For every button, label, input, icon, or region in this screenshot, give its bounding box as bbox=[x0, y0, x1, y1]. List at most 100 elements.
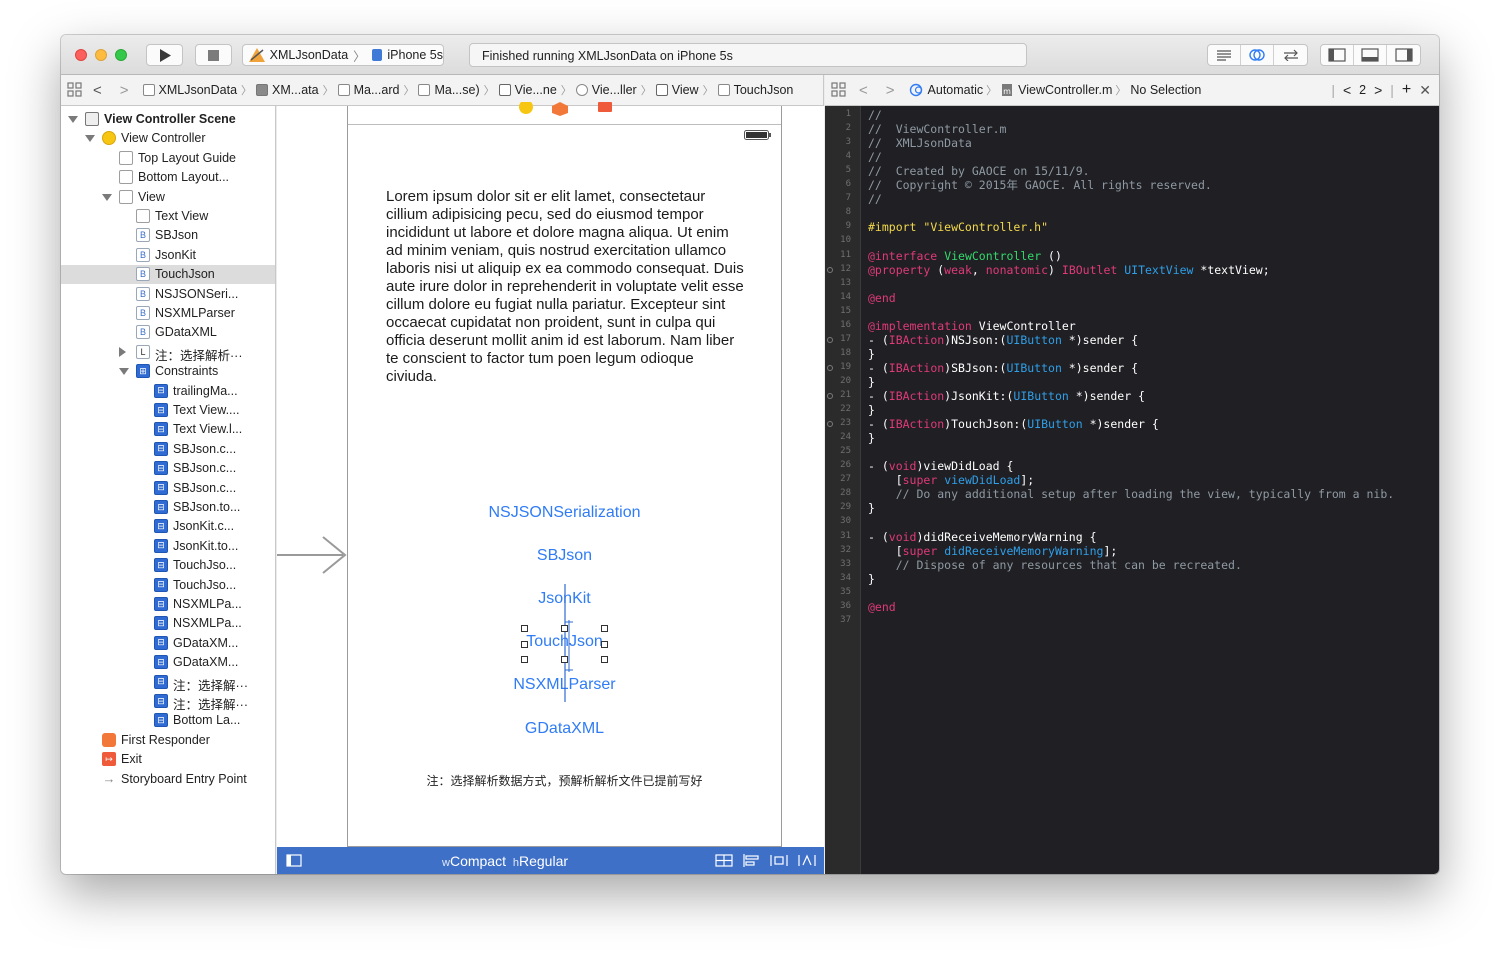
text-view[interactable]: Lorem ipsum dolor sit er elit lamet, con… bbox=[386, 188, 744, 385]
outline-row[interactable]: ⊟Bottom La... bbox=[61, 711, 275, 730]
outline-row[interactable]: ⊟SBJson.c... bbox=[61, 479, 275, 498]
align-icon[interactable] bbox=[742, 854, 760, 867]
version-editor-button[interactable] bbox=[1274, 45, 1307, 65]
storyboard-canvas[interactable]: Lorem ipsum dolor sit er elit lamet, con… bbox=[277, 102, 824, 874]
assistant-mode[interactable]: Automatic bbox=[927, 83, 984, 97]
toggle-debug-area-button[interactable] bbox=[1354, 45, 1387, 65]
outline-row[interactable]: ⊟NSXMLPa... bbox=[61, 595, 275, 614]
gdataxml-button[interactable]: GDataXML bbox=[524, 720, 605, 737]
disclosure-expanded-icon[interactable] bbox=[102, 193, 112, 201]
resize-handle[interactable] bbox=[601, 625, 608, 632]
back-button[interactable]: < bbox=[859, 81, 868, 99]
outline-row[interactable]: Text View bbox=[61, 207, 275, 226]
jump-bar-item[interactable]: Vie...ne bbox=[498, 83, 557, 97]
jump-bar-item[interactable]: Ma...se) bbox=[418, 83, 480, 97]
jump-bar-item[interactable]: TouchJson bbox=[717, 83, 793, 97]
connection-circle-icon[interactable] bbox=[827, 393, 833, 399]
disclosure-collapsed-icon[interactable] bbox=[119, 346, 126, 357]
outline-row[interactable]: ⊟SBJson.c... bbox=[61, 440, 275, 459]
resize-handle[interactable] bbox=[601, 656, 608, 663]
outline-row[interactable]: ⊟注：选择解··· bbox=[61, 673, 275, 692]
pin-icon[interactable] bbox=[770, 854, 788, 867]
resolve-auto-layout-icon[interactable] bbox=[798, 854, 816, 867]
forward-button[interactable]: > bbox=[885, 81, 895, 99]
next-counterpart-button[interactable]: > bbox=[1374, 82, 1383, 98]
jump-bar-item[interactable]: XM...ata bbox=[256, 83, 319, 97]
nsjsonserialization-button[interactable]: NSJSONSerialization bbox=[488, 504, 641, 521]
outline-row[interactable]: ⊟Text View.l... bbox=[61, 420, 275, 439]
outline-row[interactable]: ⊟注：选择解··· bbox=[61, 692, 275, 711]
back-button[interactable]: < bbox=[93, 81, 102, 99]
resize-handle[interactable] bbox=[561, 625, 568, 632]
outline-row[interactable]: ↦Exit bbox=[61, 750, 275, 769]
connection-circle-icon[interactable] bbox=[827, 364, 833, 371]
outline-row[interactable]: →Storyboard Entry Point bbox=[61, 770, 275, 789]
disclosure-expanded-icon[interactable] bbox=[85, 135, 95, 143]
outline-row[interactable]: ⊟Text View.... bbox=[61, 401, 275, 420]
add-editor-button[interactable]: + bbox=[1401, 81, 1412, 98]
outline-toggle-icon[interactable] bbox=[286, 854, 302, 867]
outline-row[interactable]: ⊟NSXMLPa... bbox=[61, 614, 275, 633]
size-class-selector[interactable]: wCompact hRegular bbox=[442, 853, 568, 869]
outline-row[interactable]: ⊟GDataXM... bbox=[61, 634, 275, 653]
connection-circle-icon[interactable] bbox=[827, 336, 833, 343]
related-items-icon[interactable] bbox=[831, 82, 847, 98]
resize-handle[interactable] bbox=[521, 625, 528, 632]
connection-circle-icon[interactable] bbox=[827, 421, 833, 428]
scheme-selector[interactable]: XMLJsonData 〉 iPhone 5s bbox=[242, 44, 444, 66]
outline-row[interactable]: ⊟SBJson.to... bbox=[61, 498, 275, 517]
stop-button[interactable] bbox=[195, 44, 232, 66]
outline-row[interactable]: ⊟GDataXM... bbox=[61, 653, 275, 672]
outline-row[interactable]: View Controller bbox=[61, 129, 275, 148]
resize-handle[interactable] bbox=[601, 641, 608, 648]
assistant-selection[interactable]: No Selection bbox=[1130, 83, 1202, 97]
standard-editor-button[interactable] bbox=[1208, 45, 1241, 65]
assistant-file[interactable]: ViewController.m bbox=[1018, 83, 1113, 97]
disclosure-expanded-icon[interactable] bbox=[68, 116, 78, 123]
disclosure-expanded-icon[interactable] bbox=[119, 368, 129, 376]
assistant-editor-button[interactable] bbox=[1241, 45, 1274, 65]
entry-point-arrow-icon[interactable] bbox=[277, 533, 349, 577]
outline-row[interactable]: ⊟TouchJso... bbox=[61, 576, 275, 595]
previous-counterpart-button[interactable]: < bbox=[1342, 82, 1352, 98]
toggle-utilities-button[interactable] bbox=[1387, 45, 1420, 65]
outline-row[interactable]: ⊟TouchJso... bbox=[61, 556, 275, 575]
outline-row[interactable]: ⊟SBJson.c... bbox=[61, 459, 275, 478]
outline-row[interactable]: View bbox=[61, 188, 275, 207]
jump-bar-item[interactable]: Vie...ller bbox=[575, 83, 637, 97]
forward-button[interactable]: > bbox=[119, 81, 129, 99]
jump-bar-item[interactable]: View bbox=[655, 83, 699, 97]
resize-handle[interactable] bbox=[561, 656, 568, 663]
toggle-navigator-button[interactable] bbox=[1321, 45, 1354, 65]
related-items-icon[interactable] bbox=[67, 82, 83, 98]
outline-row[interactable]: ⊟JsonKit.to... bbox=[61, 537, 275, 556]
connection-circle-icon[interactable] bbox=[827, 266, 833, 273]
outline-row[interactable]: View Controller Scene bbox=[61, 110, 275, 129]
jump-bar-item[interactable]: XMLJsonData bbox=[142, 83, 237, 97]
outline-row[interactable]: Bottom Layout... bbox=[61, 168, 275, 187]
view-controller-scene[interactable]: Lorem ipsum dolor sit er elit lamet, con… bbox=[347, 102, 782, 847]
run-button[interactable] bbox=[146, 44, 183, 66]
close-editor-button[interactable]: ✕ bbox=[1419, 81, 1431, 98]
jump-bar-item[interactable]: Ma...ard bbox=[337, 83, 399, 97]
stack-icon[interactable] bbox=[715, 854, 733, 867]
zoom-window-button[interactable] bbox=[115, 49, 127, 61]
outline-row[interactable]: ⊟JsonKit.c... bbox=[61, 517, 275, 536]
outline-row[interactable]: First Responder bbox=[61, 731, 275, 750]
outline-row[interactable]: Top Layout Guide bbox=[61, 149, 275, 168]
resize-handle[interactable] bbox=[521, 641, 528, 648]
outline-row[interactable]: ⊞Constraints bbox=[61, 362, 275, 381]
sbjson-button[interactable]: SBJson bbox=[536, 547, 593, 564]
note-label[interactable]: 注：选择解析数据方式，预解析解析文件已提前写好 bbox=[426, 774, 703, 788]
close-window-button[interactable] bbox=[75, 49, 87, 61]
minimize-window-button[interactable] bbox=[95, 49, 107, 61]
